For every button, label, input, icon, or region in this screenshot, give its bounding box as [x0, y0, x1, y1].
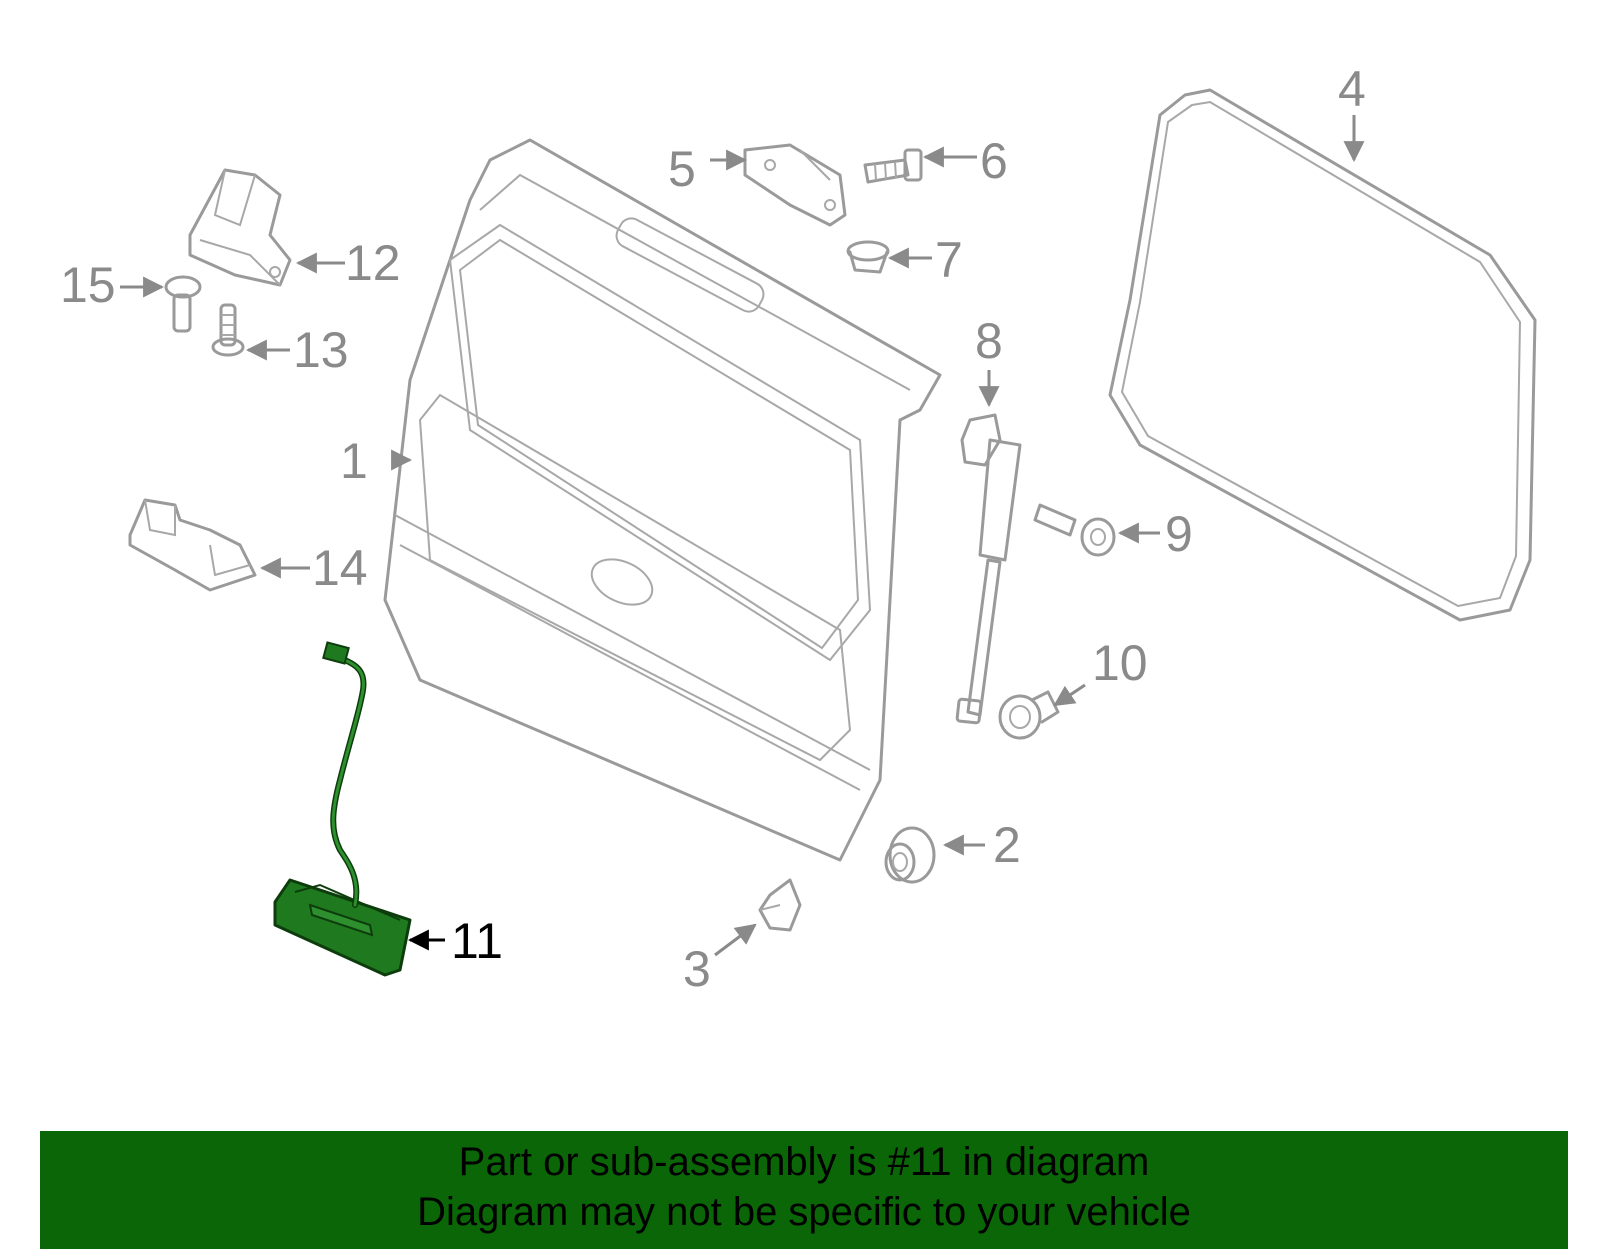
gas-strut[interactable] — [955, 413, 1022, 725]
latch-screw[interactable] — [164, 275, 202, 333]
callout-10: 10 — [1092, 635, 1148, 691]
clip[interactable] — [758, 878, 802, 932]
bracket[interactable] — [128, 498, 257, 592]
grommet-nut[interactable] — [846, 240, 890, 274]
callout-6: 6 — [980, 133, 1008, 189]
hinge[interactable] — [743, 143, 847, 227]
callout-11: 11 — [451, 913, 503, 969]
weatherstrip[interactable] — [1108, 88, 1537, 622]
callout-9: 9 — [1165, 506, 1193, 562]
strut-bolt[interactable] — [1033, 503, 1116, 557]
callout-12: 12 — [345, 235, 401, 291]
latch-bolt[interactable] — [211, 303, 245, 357]
callout-labels: 1 2 3 4 5 6 7 8 9 10 11 12 13 14 15 — [60, 61, 1366, 997]
hinge-bolt[interactable] — [863, 148, 923, 184]
parts-diagram: 1 2 3 4 5 6 7 8 9 10 11 12 13 14 15 — [60, 61, 1537, 997]
callout-1: 1 — [340, 433, 368, 489]
banner-line-disclaimer: Diagram may not be specific to your vehi… — [417, 1190, 1191, 1234]
callout-5: 5 — [668, 141, 696, 197]
callout-7: 7 — [935, 232, 963, 288]
callout-2: 2 — [993, 817, 1021, 873]
rubber-bumper[interactable] — [884, 826, 936, 884]
liftgate-handle-switch[interactable] — [273, 641, 412, 977]
ball-stud[interactable] — [998, 690, 1060, 740]
callout-arrows — [120, 115, 1365, 957]
callout-3: 3 — [683, 941, 711, 997]
callout-14: 14 — [312, 540, 368, 596]
callout-15: 15 — [60, 257, 116, 313]
callout-13: 13 — [293, 322, 349, 378]
callout-4: 4 — [1338, 61, 1366, 117]
callout-8: 8 — [975, 313, 1003, 369]
latch[interactable] — [188, 168, 292, 287]
liftgate-panel[interactable] — [383, 138, 942, 862]
info-banner: Part or sub-assembly is #11 in diagram D… — [40, 1131, 1568, 1249]
banner-line-part: Part or sub-assembly is #11 in diagram — [458, 1140, 1150, 1184]
